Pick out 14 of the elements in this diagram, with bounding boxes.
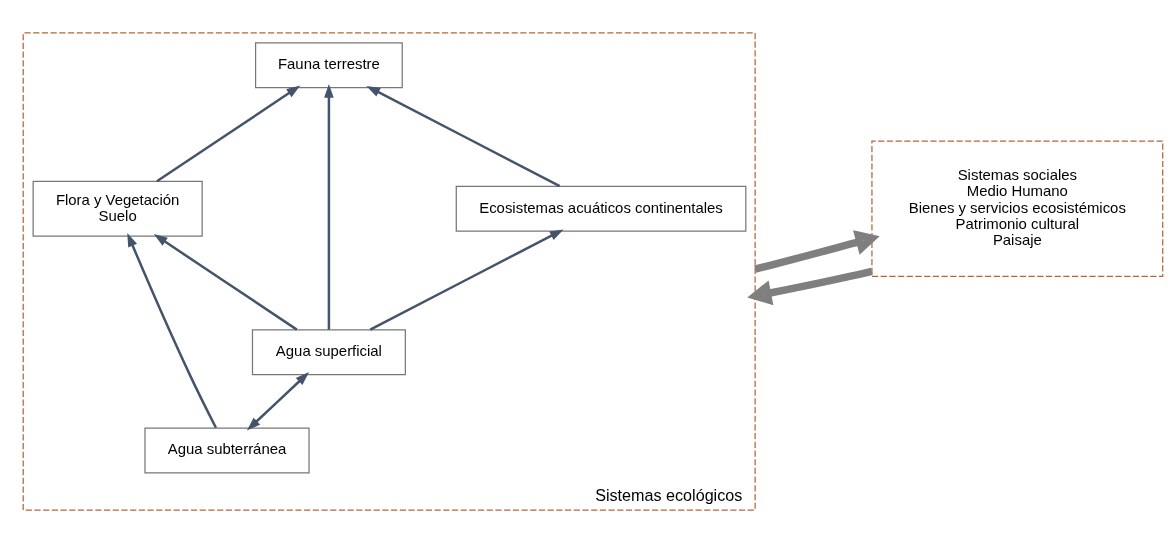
arrow <box>324 83 334 330</box>
node-box: Agua subterránea <box>144 426 310 473</box>
arrow <box>156 85 301 182</box>
node-box: Agua superficial <box>251 328 406 375</box>
arrow <box>366 85 561 187</box>
arrow <box>127 232 218 428</box>
node-box: Ecosistemas acuáticos continentales <box>455 185 747 232</box>
arrow <box>747 267 873 305</box>
node-box: Fauna terrestre <box>254 41 403 88</box>
node-box: Flora y Vegetación Suelo <box>32 180 203 237</box>
arrow <box>369 228 564 331</box>
arrow <box>153 233 298 331</box>
arrow <box>246 371 310 431</box>
node-box: Sistemas sociales Medio Humano Bienes y servicios ecosistémicos Patrimonio cultural Paisaje <box>871 139 1164 277</box>
